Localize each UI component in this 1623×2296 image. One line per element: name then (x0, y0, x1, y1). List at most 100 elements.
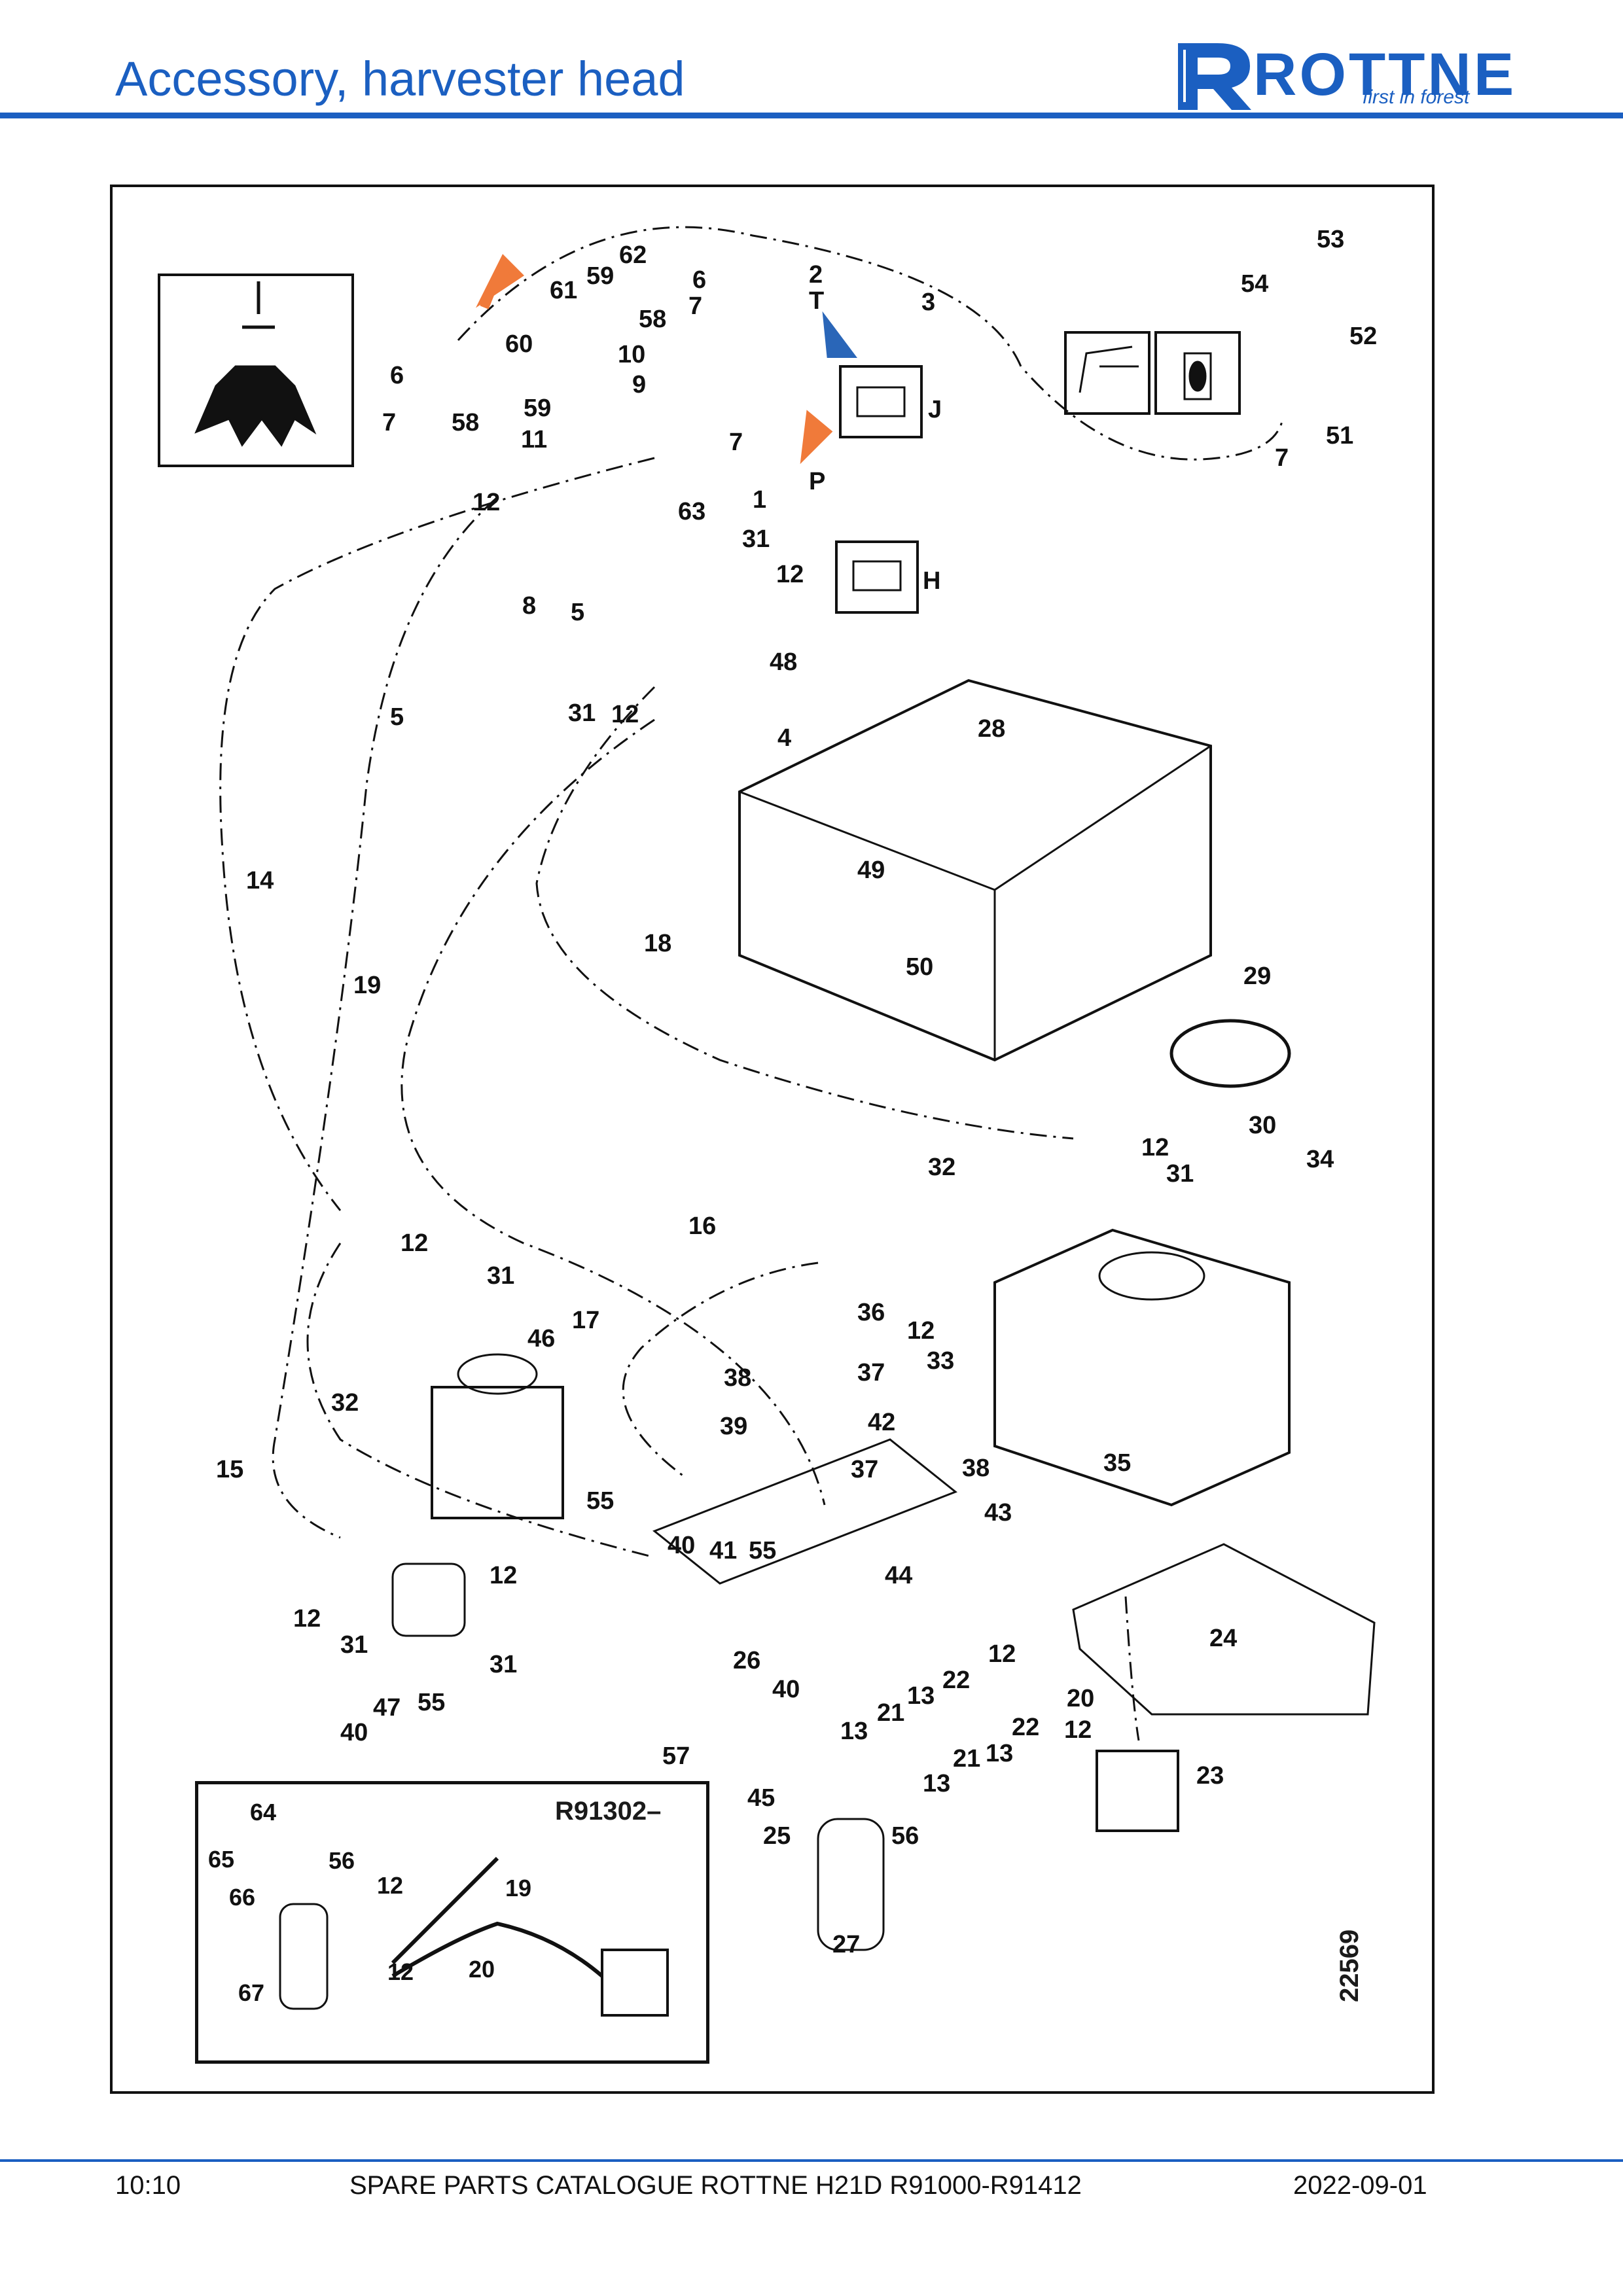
label-38-a: 38 (724, 1364, 751, 1392)
catalogue-title: SPARE PARTS CATALOGUE ROTTNE H21D R91000… (349, 2171, 1082, 2200)
label-12-j: 12 (1064, 1716, 1092, 1744)
label-13-d: 13 (923, 1770, 950, 1797)
label-34: 34 (1306, 1146, 1334, 1173)
catalogue-date: 2022-09-01 (1293, 2171, 1427, 2200)
label-18: 18 (644, 930, 671, 957)
label-44: 44 (885, 1562, 912, 1589)
label-3: 3 (921, 289, 935, 316)
label-12-h: 12 (293, 1605, 321, 1633)
label-53: 53 (1317, 226, 1344, 253)
label-38-b: 38 (962, 1455, 990, 1482)
label-12-i: 12 (988, 1640, 1016, 1668)
inset-box (195, 1781, 709, 2064)
label-6-l: 6 (390, 362, 404, 389)
inset-label-66: 66 (229, 1884, 255, 1911)
label-55-b: 55 (749, 1537, 776, 1564)
label-57: 57 (662, 1742, 690, 1770)
label-61: 61 (550, 277, 577, 304)
label-25: 25 (763, 1822, 791, 1850)
rottne-logo (1178, 43, 1251, 110)
label-35: 35 (1103, 1449, 1131, 1477)
label-45: 45 (747, 1784, 775, 1812)
label-24: 24 (1209, 1625, 1237, 1652)
label-21-b: 21 (953, 1745, 980, 1773)
label-49: 49 (857, 857, 885, 884)
label-31-f: 31 (490, 1651, 517, 1678)
label-60: 60 (505, 330, 533, 358)
label-17: 17 (572, 1307, 599, 1334)
label-40-b: 40 (772, 1676, 800, 1703)
label-22-a: 22 (942, 1667, 970, 1694)
label-59-l: 59 (524, 395, 551, 422)
inset-label-64: 64 (250, 1799, 276, 1826)
label-58-t: 58 (639, 306, 666, 333)
label-1: 1 (753, 486, 766, 514)
label-50: 50 (906, 953, 933, 981)
label-48: 48 (770, 648, 797, 676)
footer-rule (0, 2159, 1623, 2162)
page-number: 10:10 (115, 2171, 181, 2200)
diagram-frame (110, 185, 1435, 2094)
label-41: 41 (709, 1537, 737, 1564)
label-32-a: 32 (928, 1154, 955, 1181)
label-7-t: 7 (688, 292, 702, 320)
label-40-c: 40 (340, 1719, 368, 1746)
inset-label-20: 20 (469, 1956, 495, 1983)
label-40-a: 40 (668, 1532, 695, 1559)
label-55-a: 55 (586, 1487, 614, 1515)
label-19-a: 19 (353, 972, 381, 999)
inset-reference: R91302– (555, 1797, 662, 1826)
label-31-a: 31 (742, 525, 770, 553)
label-12-a: 12 (473, 489, 500, 516)
label-12-e: 12 (401, 1229, 428, 1257)
brand-tagline: first in forest (1363, 86, 1470, 108)
label-31-d: 31 (487, 1262, 514, 1290)
label-30: 30 (1249, 1112, 1276, 1139)
label-7-l: 7 (382, 409, 396, 436)
label-12-f: 12 (907, 1317, 935, 1345)
inset-label-67: 67 (238, 1979, 264, 2006)
port-label-p: P (809, 468, 825, 495)
inset-label-12-a: 12 (377, 1872, 403, 1899)
label-51: 51 (1326, 422, 1353, 450)
label-12-g: 12 (490, 1562, 517, 1589)
label-13-b: 13 (840, 1718, 868, 1745)
arrow-orange-top (475, 254, 524, 309)
label-15: 15 (216, 1456, 243, 1483)
label-14: 14 (246, 867, 274, 894)
label-42: 42 (868, 1409, 895, 1436)
label-13-c: 13 (986, 1740, 1013, 1767)
arrow-blue-t (822, 311, 857, 358)
inset-label-12-b: 12 (387, 1958, 414, 1985)
label-26: 26 (733, 1647, 760, 1674)
arrow-orange-p (800, 410, 833, 465)
label-5-a: 5 (571, 599, 584, 626)
label-56-a: 56 (891, 1822, 919, 1850)
label-13-a: 13 (907, 1682, 935, 1710)
label-27: 27 (832, 1931, 860, 1958)
label-31-e: 31 (340, 1631, 368, 1659)
label-10: 10 (618, 341, 645, 368)
label-54: 54 (1241, 270, 1268, 298)
label-12-c: 12 (611, 701, 639, 728)
label-47: 47 (373, 1694, 401, 1722)
label-8: 8 (522, 592, 536, 620)
label-52: 52 (1349, 323, 1377, 350)
label-63: 63 (678, 498, 705, 525)
connector-label-h: H (923, 567, 940, 595)
label-36: 36 (857, 1299, 885, 1326)
label-7-r: 7 (1275, 444, 1289, 472)
label-28: 28 (978, 715, 1005, 743)
label-43: 43 (984, 1499, 1012, 1527)
header-rule (0, 113, 1623, 118)
label-33: 33 (927, 1347, 954, 1375)
label-31-b: 31 (568, 699, 596, 727)
label-23: 23 (1196, 1762, 1224, 1790)
inset-label-65: 65 (208, 1846, 234, 1873)
label-9: 9 (632, 371, 646, 398)
label-58-l: 58 (452, 409, 479, 436)
connector-label-j: J (928, 396, 942, 423)
label-11: 11 (521, 426, 547, 453)
label-37-a: 37 (857, 1359, 885, 1386)
